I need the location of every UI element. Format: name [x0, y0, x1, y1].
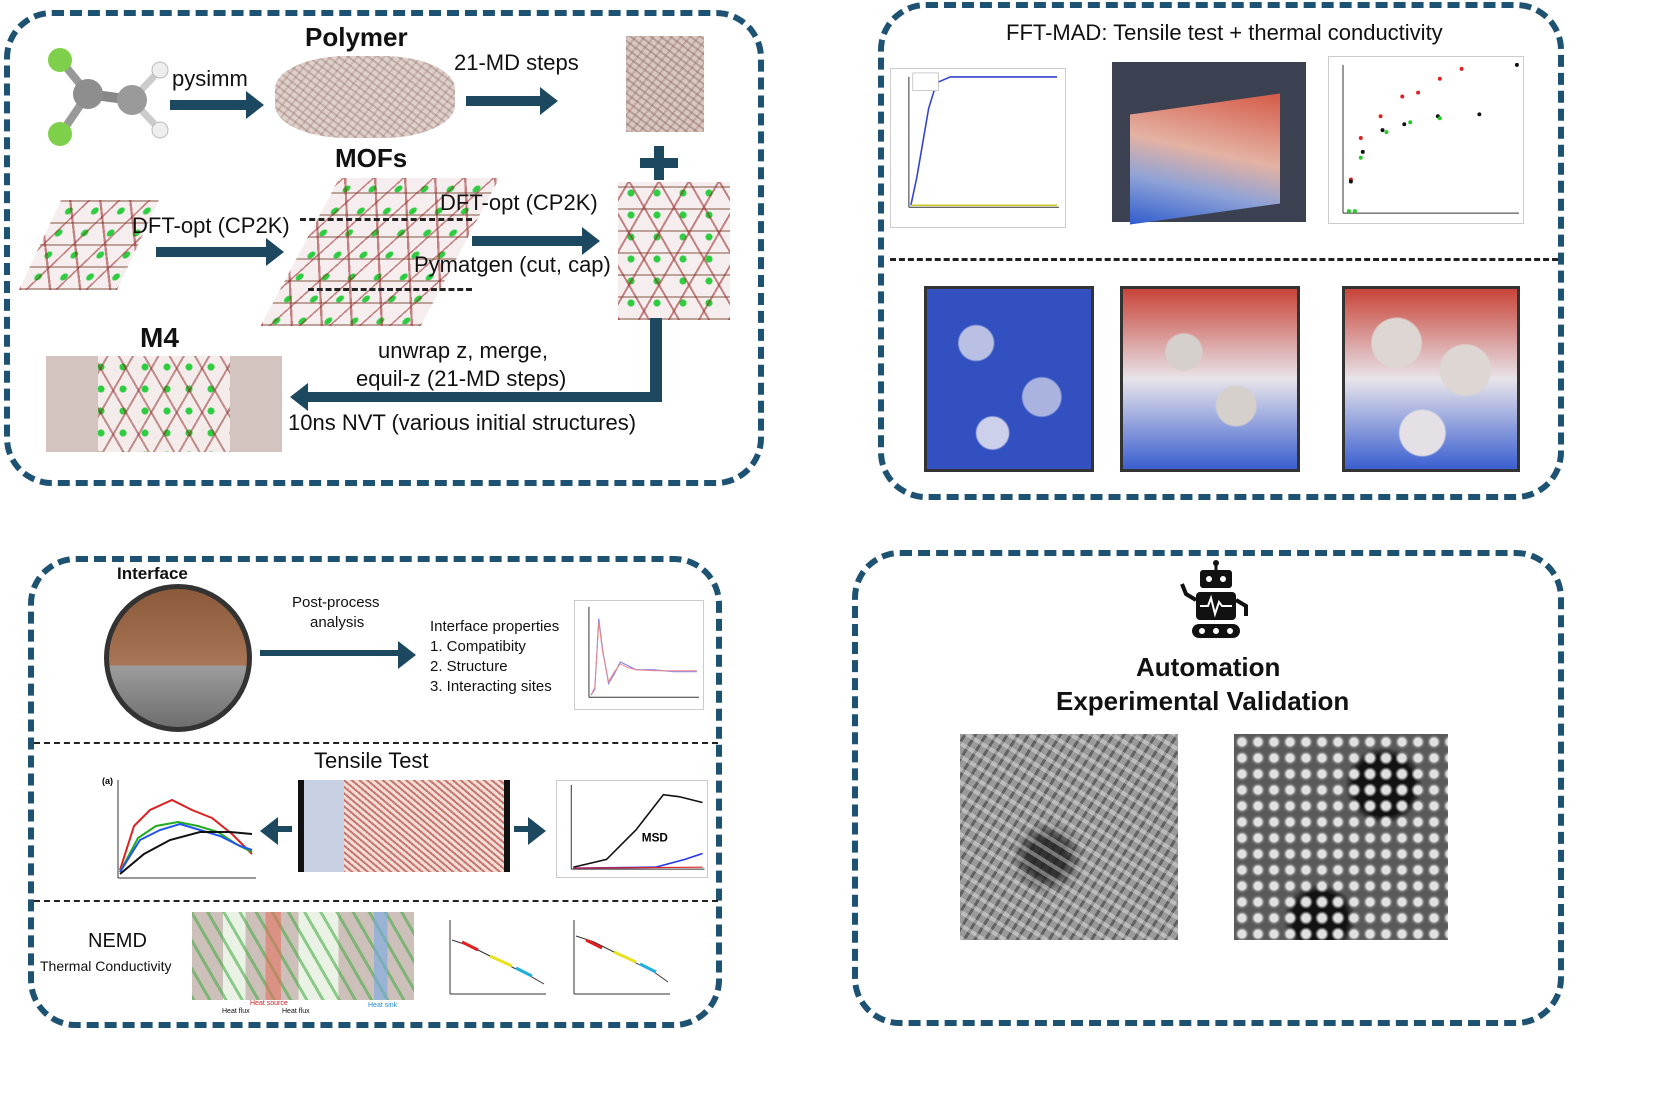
heat-flux-label-1: Heat flux — [222, 1008, 250, 1015]
md-steps-label: 21-MD steps — [454, 50, 579, 75]
fft-divider — [890, 258, 1558, 261]
fft-mad-panel — [878, 2, 1564, 500]
analysis-divider-1 — [34, 742, 718, 744]
monomer-molecule-image — [48, 48, 169, 146]
md-steps-arrow — [466, 87, 558, 115]
automation-label: Automation — [1136, 652, 1281, 682]
pore-cube-stress-image — [924, 286, 1094, 472]
polymer-label: Polymer — [305, 22, 408, 52]
sem-image-2 — [1234, 734, 1448, 940]
interface-label: Interface — [117, 564, 188, 583]
nvt-label: 10ns NVT (various initial structures) — [288, 410, 637, 435]
pysimm-label: pysimm — [172, 66, 248, 91]
properties-title: Interface properties — [430, 618, 560, 635]
temperature-profile-chart-1 — [440, 908, 550, 1004]
thermal-cube-image — [1112, 62, 1306, 225]
analysis-panel — [28, 556, 722, 1028]
heat-sink-label: Heat sink — [368, 1002, 398, 1009]
nemd-label: NEMD — [88, 930, 147, 952]
thermal-conductivity-label: Thermal Conductivity — [40, 958, 172, 974]
tensile-left-arrow — [260, 817, 292, 845]
postprocess-label-2: analysis — [310, 614, 365, 631]
capped-mof-image — [618, 182, 730, 320]
pymatgen-label: Pymatgen (cut, cap) — [414, 252, 611, 277]
automation-panel — [852, 550, 1564, 1026]
pymatgen-arrow — [472, 227, 600, 255]
pore-gradient-image-2 — [1342, 286, 1520, 472]
mofs-label: MOFs — [335, 143, 408, 173]
msd-chart: MSD — [556, 780, 708, 878]
m4-composite-image — [46, 356, 282, 452]
robot-icon — [1180, 560, 1248, 638]
tensile-right-arrow — [514, 817, 546, 845]
plus-icon — [640, 146, 678, 180]
temperature-profile-chart-2 — [564, 908, 674, 1004]
nemd-system-image — [192, 912, 414, 1000]
postprocess-label-1: Post-process — [292, 594, 380, 611]
property-item-3: 3. Interacting sites — [430, 678, 552, 695]
stress-chart: (a) — [100, 774, 260, 890]
validation-label: Experimental Validation — [1056, 686, 1350, 716]
polymer-chain-image — [275, 56, 455, 138]
stress-strain-chart — [890, 68, 1066, 228]
unwrap-label: unwrap z, merge, — [378, 338, 548, 363]
heat-source-label: Heat source — [250, 1000, 288, 1007]
property-item-2: 2. Structure — [430, 658, 508, 675]
rdf-chart — [574, 600, 704, 710]
pore-gradient-image-1 — [1120, 286, 1300, 472]
sem-image-1 — [960, 734, 1178, 940]
analysis-divider-2 — [34, 900, 718, 902]
cut-line-bottom — [308, 288, 472, 291]
m4-label: M4 — [140, 322, 179, 353]
tensile-simulation-image — [298, 780, 510, 872]
dft-opt-left-arrow — [156, 238, 284, 266]
merge-arrow — [290, 383, 662, 411]
equil-label: equil-z (21-MD steps) — [356, 366, 567, 391]
conductivity-scatter-chart — [1328, 56, 1524, 224]
dft-opt-left-label: DFT-opt (CP2K) — [132, 213, 290, 238]
heat-flux-label-2: Heat flux — [282, 1008, 310, 1015]
interface-circle-image — [104, 584, 252, 732]
polymer-box-image — [626, 36, 704, 132]
property-item-1: 1. Compatibity — [430, 638, 526, 655]
tensile-title: Tensile Test — [314, 748, 429, 773]
merge-arrow-vertical — [650, 318, 662, 400]
fft-mad-title: FFT-MAD: Tensile test + thermal conducti… — [1006, 20, 1443, 45]
chart-a-label: (a) — [102, 776, 113, 786]
postprocess-arrow — [260, 641, 416, 669]
pysimm-arrow — [170, 91, 264, 119]
msd-label: MSD — [642, 832, 668, 845]
workflow-panel — [4, 10, 764, 486]
cut-line-top — [300, 218, 472, 221]
dft-opt-right-label: DFT-opt (CP2K) — [440, 190, 598, 215]
